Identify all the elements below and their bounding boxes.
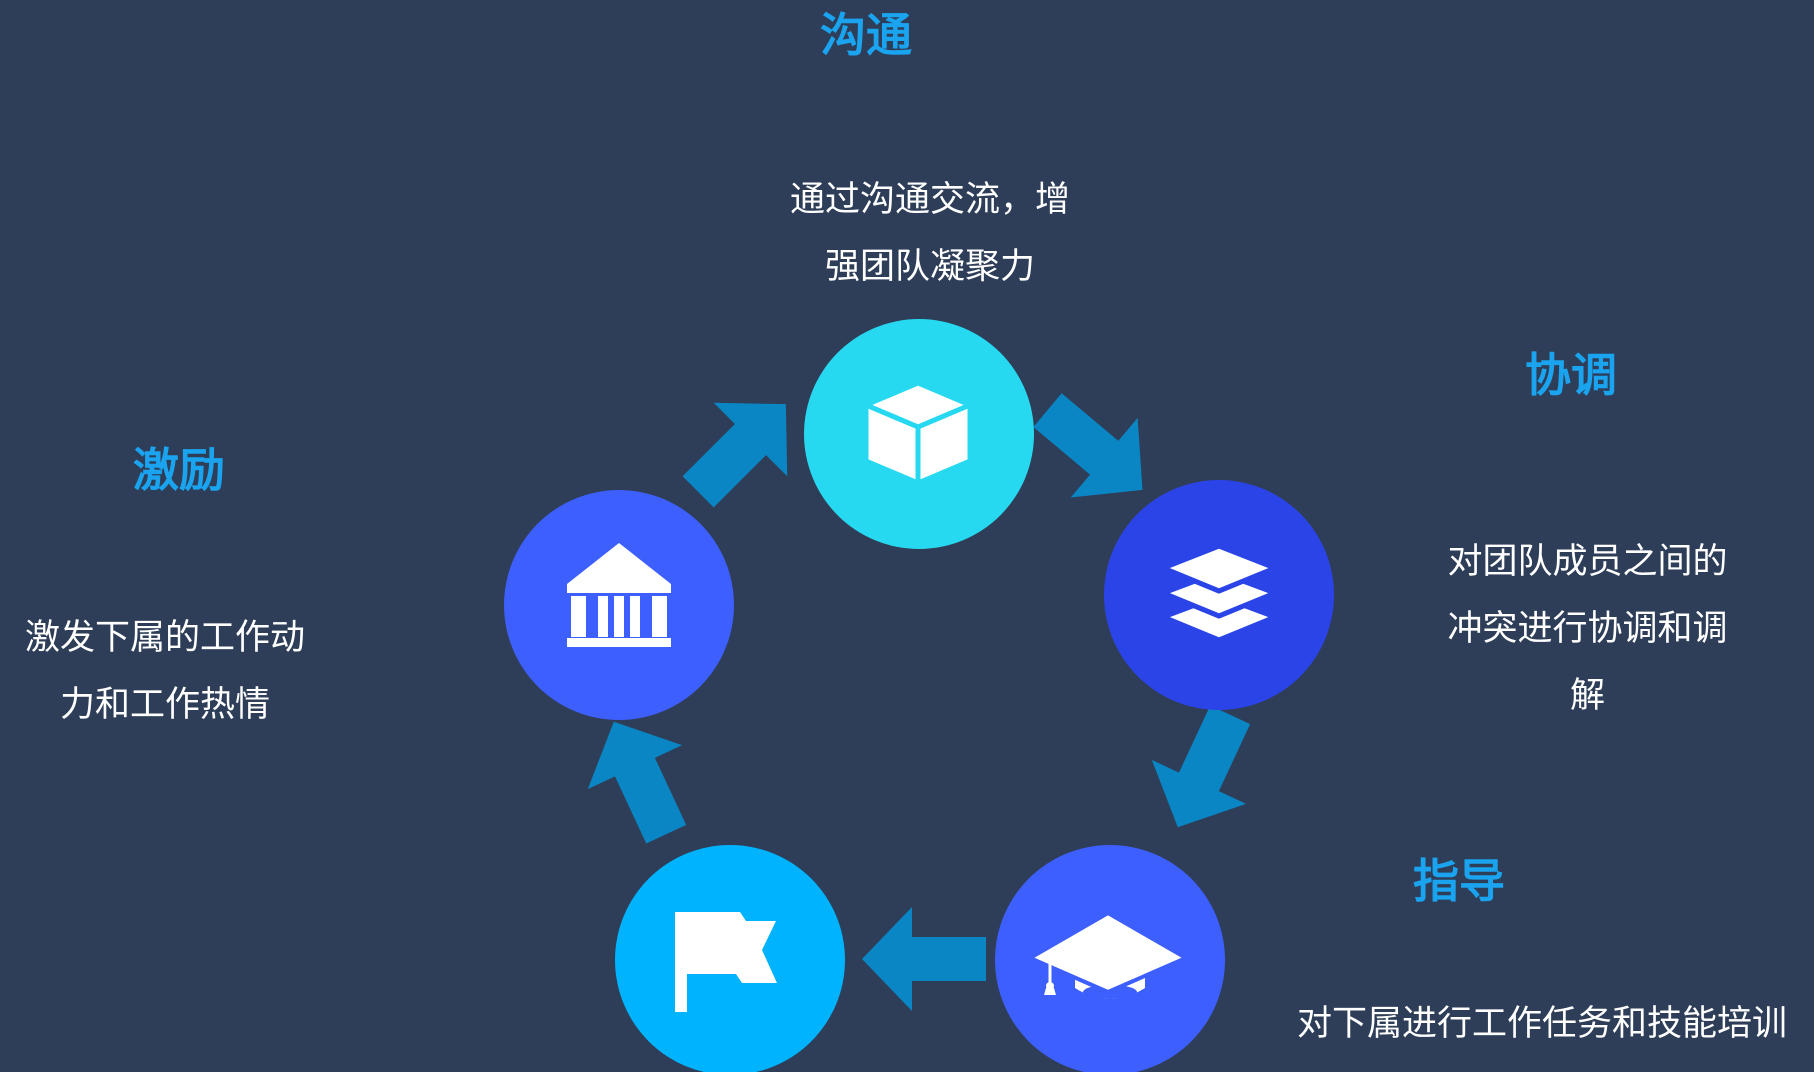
node-coordination <box>1104 480 1334 710</box>
cube-icon <box>863 380 973 486</box>
description-line: 解 <box>1569 676 1605 716</box>
description-line: 冲突进行协调和调 <box>1447 609 1728 649</box>
arrow-coordination-to-guidance <box>1130 692 1278 850</box>
layers-icon <box>1160 543 1278 643</box>
description-line: 力和工作热情 <box>59 685 270 725</box>
description-line: 激发下属的工作动 <box>24 618 305 658</box>
node-goal <box>615 845 845 1072</box>
description-line: 通过沟通交流，增 <box>789 180 1070 220</box>
title-communication: 沟通 <box>820 8 912 62</box>
description-line: 对下属进行工作任务和技能培训 <box>1296 1004 1787 1044</box>
description-motivation: 激发下属的工作动 力和工作热情 <box>0 605 330 739</box>
flag-icon <box>675 912 777 1012</box>
node-motivation <box>504 490 734 720</box>
description-coordination: 对团队成员之间的 冲突进行协调和调 解 <box>1405 529 1770 730</box>
graduation-cap-icon <box>1028 911 1188 999</box>
node-communication <box>804 319 1034 549</box>
description-line: 强团队凝聚力 <box>824 247 1035 287</box>
node-guidance <box>995 845 1225 1072</box>
description-guidance: 对下属进行工作任务和技能培训 <box>1272 991 1812 1058</box>
arrow-goal-to-motivation <box>566 699 714 857</box>
title-motivation: 激励 <box>133 443 225 497</box>
title-coordination: 协调 <box>1525 348 1617 402</box>
description-communication: 通过沟通交流，增 强团队凝聚力 <box>740 167 1120 301</box>
arrow-motivation-to-communication <box>661 367 823 529</box>
arrow-guidance-to-goal <box>862 907 986 1011</box>
bank-icon <box>567 543 671 647</box>
description-line: 对团队成员之间的 <box>1447 542 1728 582</box>
title-guidance: 指导 <box>1413 854 1505 908</box>
